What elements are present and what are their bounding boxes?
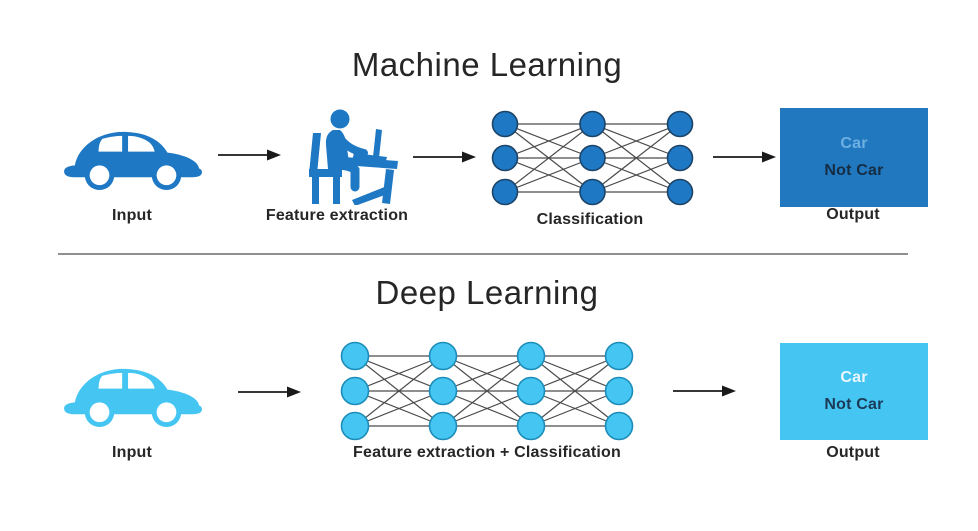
arrow-icon <box>673 385 736 397</box>
deep-learning-title: Deep Learning <box>375 274 599 311</box>
arrow-icon <box>413 151 476 163</box>
arrow-icon <box>218 149 281 161</box>
dl-feature-classification-label: Feature extraction + Classification <box>353 444 621 461</box>
ml-classification-label: Classification <box>536 211 644 228</box>
car-icon <box>64 131 202 191</box>
ml-output-label: Output <box>826 206 880 223</box>
person-at-laptop-icon <box>309 109 398 205</box>
car-icon <box>64 368 202 428</box>
ml-output-box: Car Not Car <box>780 108 928 207</box>
output-line-car: Car <box>840 135 868 152</box>
dl-output-label: Output <box>826 444 880 461</box>
machine-learning-title: Machine Learning <box>351 46 623 83</box>
neural-network-icon <box>491 110 694 206</box>
section-divider <box>58 253 908 255</box>
arrow-icon <box>238 386 301 398</box>
arrow-icon <box>713 151 776 163</box>
output-line-not-car: Not Car <box>824 162 884 179</box>
output-line-not-car: Not Car <box>824 396 884 413</box>
ml-input-label: Input <box>111 207 153 224</box>
dl-input-label: Input <box>111 444 153 461</box>
ml-feature-extraction-label: Feature extraction <box>265 207 409 224</box>
neural-network-icon <box>340 341 634 441</box>
dl-output-box: Car Not Car <box>780 343 928 440</box>
output-line-car: Car <box>840 369 868 386</box>
